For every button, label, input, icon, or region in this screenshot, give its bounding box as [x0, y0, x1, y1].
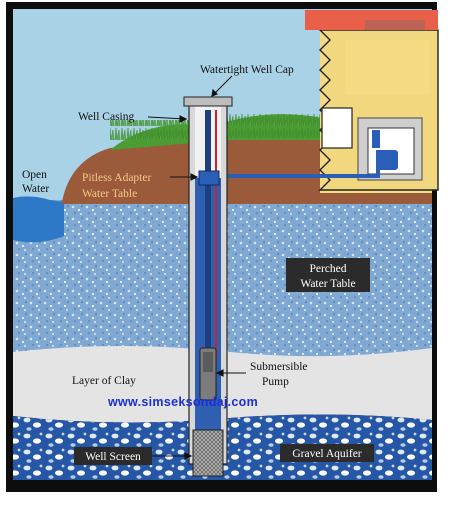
well-casing-label: Well Casing: [78, 111, 134, 123]
water-table-label: Water Table: [82, 188, 137, 200]
gravel-aquifer-label-box: [280, 444, 374, 462]
open-water-label-line1: Open: [22, 169, 47, 181]
pitless-adapter: [198, 170, 220, 186]
well: [183, 96, 233, 477]
well-screen: [192, 429, 224, 477]
water-line: [220, 174, 380, 178]
pump-label-line2: Pump: [262, 376, 289, 388]
well-screen-label-box: [74, 447, 152, 465]
well-cap: [183, 96, 233, 107]
pressure-tank: [376, 150, 398, 170]
pump-label-line1: Submersible: [250, 361, 308, 373]
open-water-label-line2: Water: [22, 183, 49, 195]
well-cap-label: Watertight Well Cap: [200, 64, 294, 76]
house-roof: [305, 10, 438, 30]
perched-label-box: [286, 258, 370, 292]
clay-label: Layer of Clay: [72, 375, 136, 387]
pitless-adapter-label: Pitless Adapter: [82, 172, 151, 184]
perched-label-line2: Water Table: [300, 278, 355, 290]
open-water: [13, 196, 64, 243]
gravel-aquifer-label: Gravel Aquifer: [292, 448, 361, 460]
house: [305, 10, 439, 193]
house-window: [321, 107, 353, 149]
perched-label-line1: Perched: [309, 263, 346, 275]
well-screen-label: Well Screen: [85, 451, 141, 463]
drop-pipe: [205, 110, 211, 360]
watermark-url: www.simseksondaj.com: [107, 395, 258, 409]
